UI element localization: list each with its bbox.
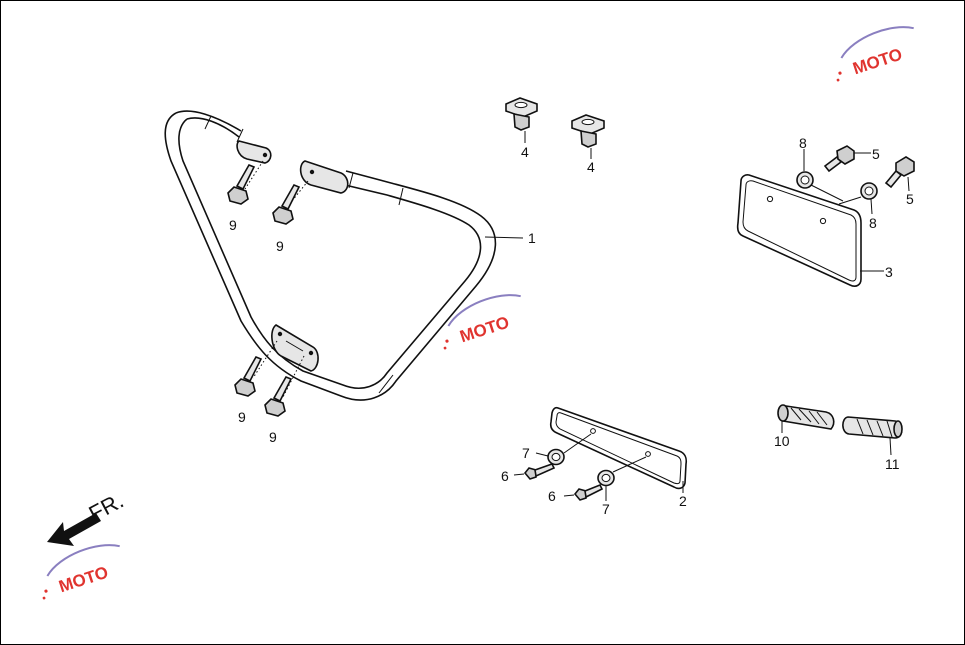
watermark-logo-bottom-left: MOTO: [42, 544, 120, 600]
callout-7-right: 7: [602, 501, 610, 517]
callout-9-upper-left: 9: [229, 217, 237, 233]
flange-bolt-upper-left: [227, 163, 256, 205]
callout-10: 10: [774, 433, 790, 449]
callout-4-right: 4: [587, 159, 595, 175]
side-plate-panel: [736, 174, 862, 287]
callout-9-upper-right: 9: [276, 238, 284, 254]
callout-8-upper: 8: [799, 135, 807, 151]
grip-right: [842, 416, 903, 439]
callout-3: 3: [885, 264, 893, 280]
flange-bolt-upper-right: [272, 183, 301, 225]
grip-left: [777, 404, 835, 430]
callout-9-lower-right: 9: [269, 429, 277, 445]
lower-plate-panel: [549, 406, 688, 490]
watermark-text: MOTO: [57, 563, 111, 597]
callout-9-lower-left: 9: [238, 409, 246, 425]
washer-left-plate: [547, 448, 565, 466]
callout-11: 11: [885, 456, 900, 472]
callout-8-lower: 8: [869, 215, 877, 231]
hex-bolt-upper: [823, 145, 855, 173]
callout-4-left: 4: [521, 144, 529, 160]
callout-5-upper: 5: [872, 146, 880, 162]
callout-1: 1: [528, 230, 536, 246]
rubber-mount-right: [571, 114, 605, 148]
front-direction-arrow-icon: [47, 513, 101, 546]
callout-2: 2: [679, 493, 687, 509]
callout-7-left: 7: [522, 445, 530, 461]
watermark-text: MOTO: [458, 313, 512, 347]
crash-bar-part: [164, 110, 497, 401]
watermark-logo-top-right: MOTO: [836, 26, 914, 82]
flange-bolt-lower-right: [264, 375, 293, 417]
watermark-text: MOTO: [851, 45, 905, 79]
flange-bolt-lower-left: [234, 355, 263, 397]
washer-upper: [796, 171, 814, 189]
screw-right: [573, 483, 604, 501]
callout-6-right: 6: [548, 488, 556, 504]
screw-left: [523, 463, 556, 480]
callout-6-left: 6: [501, 468, 509, 484]
rubber-mount-left: [505, 97, 538, 131]
washer-right-plate: [597, 469, 615, 487]
washer-lower: [860, 182, 878, 200]
hex-bolt-lower: [884, 156, 915, 189]
callout-5-lower: 5: [906, 191, 914, 207]
